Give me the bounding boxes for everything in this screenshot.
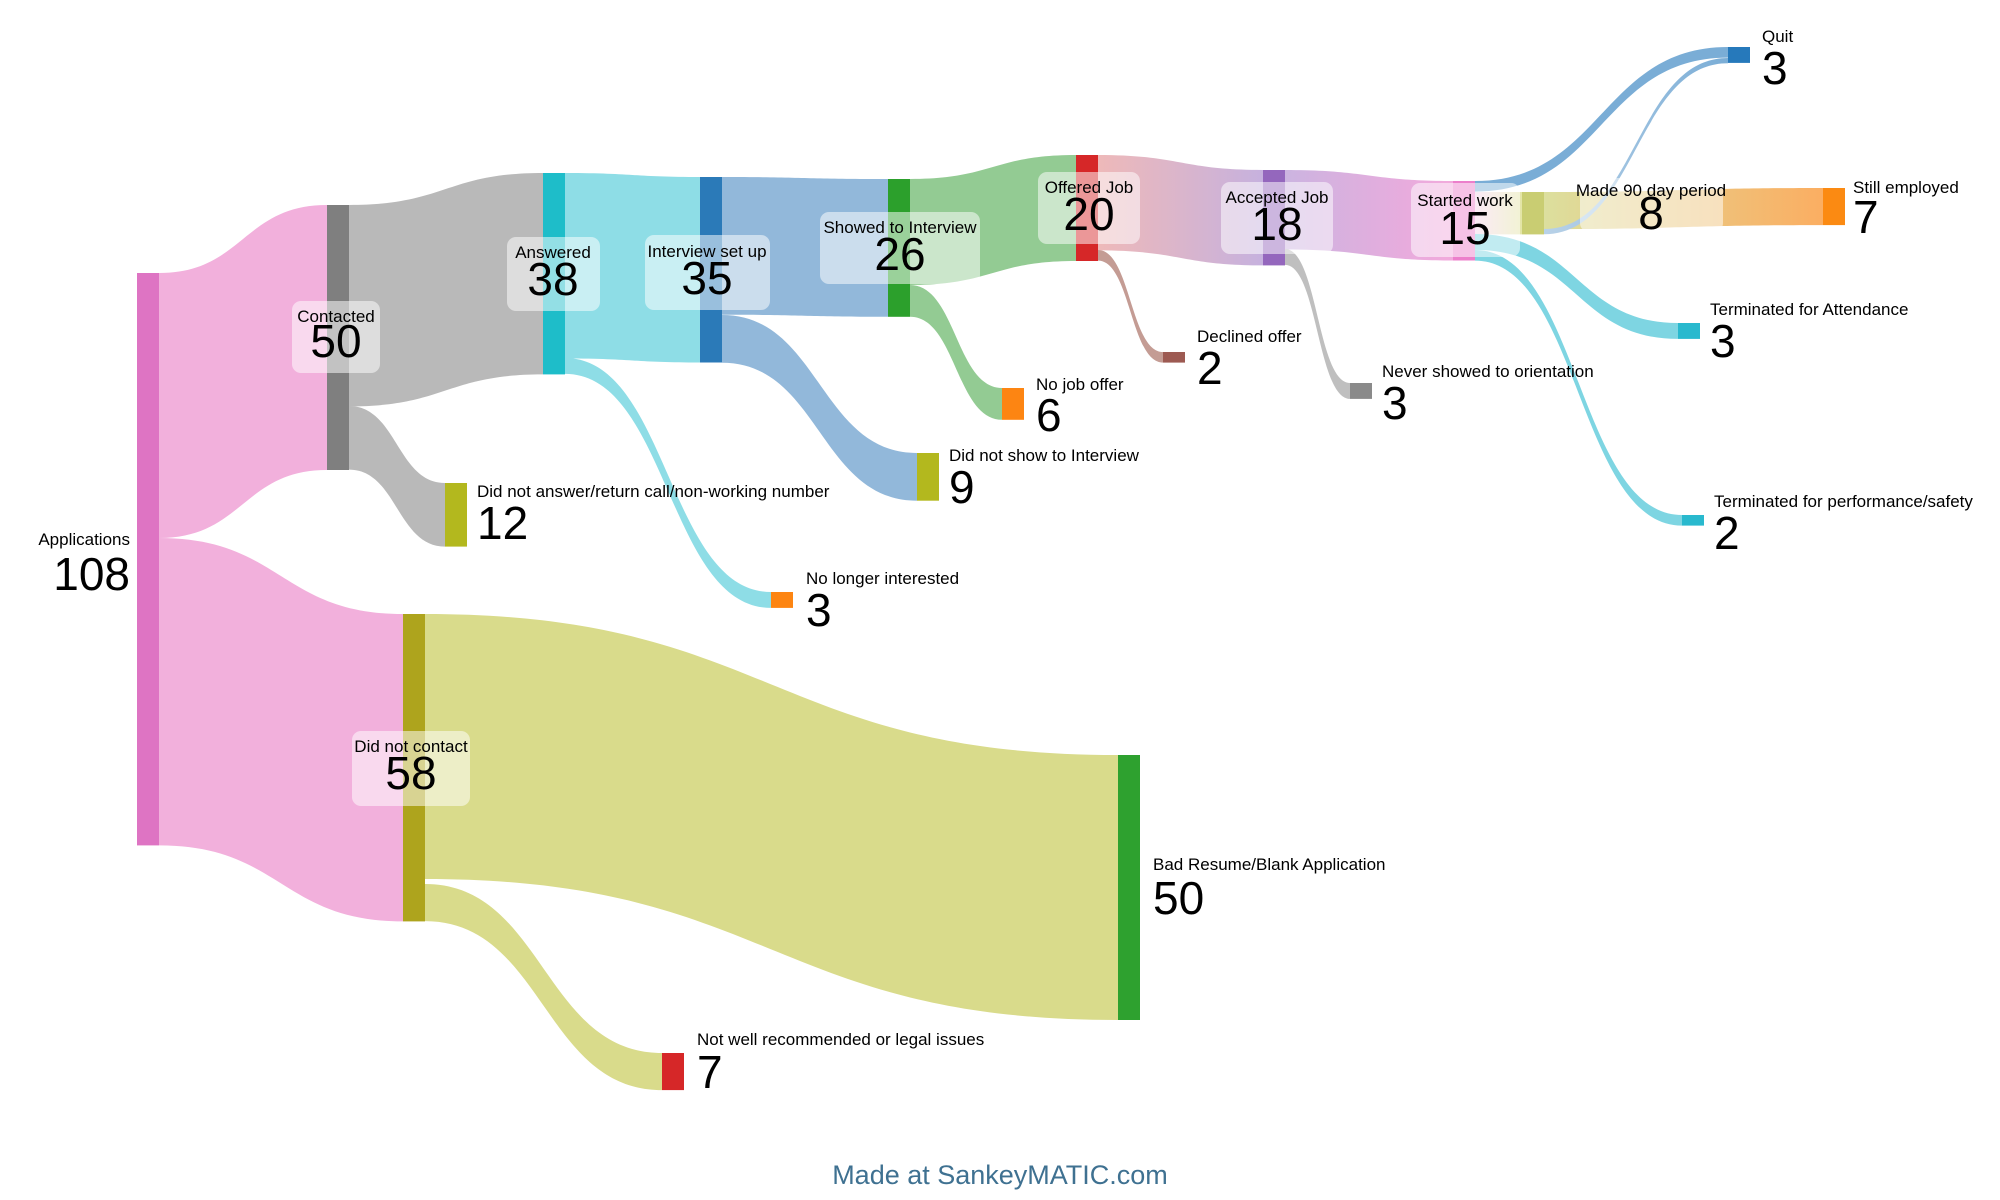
node-label-made90: Made 90 day period — [1576, 181, 1726, 200]
node-declined[interactable] — [1163, 352, 1185, 363]
node-value-made90: 8 — [1638, 187, 1664, 239]
node-applications[interactable] — [137, 273, 159, 846]
node-value-answered: 38 — [527, 253, 578, 305]
flow-answered-to-no_longer[interactable] — [565, 358, 771, 608]
node-label-did_not_show: Did not show to Interview — [949, 446, 1140, 465]
node-value-accepted: 18 — [1251, 198, 1302, 250]
node-value-never_showed: 3 — [1382, 377, 1408, 429]
node-value-no_longer: 3 — [806, 584, 832, 636]
node-value-still_employed: 7 — [1853, 191, 1879, 243]
label-box-did_not_contact — [352, 731, 470, 806]
label-box-showed — [820, 212, 980, 284]
label-box-contacted — [292, 301, 380, 373]
flow-applications-to-contacted[interactable] — [159, 205, 327, 538]
node-label-not_well: Not well recommended or legal issues — [697, 1030, 984, 1049]
node-value-applications: 108 — [53, 548, 130, 600]
node-value-did_not_show: 9 — [949, 461, 975, 513]
label-box-interview — [645, 235, 770, 310]
node-value-offered: 20 — [1063, 188, 1114, 240]
node-label-declined: Declined offer — [1197, 327, 1302, 346]
node-did_not_answer[interactable] — [445, 483, 467, 547]
flow-made90-to-quit[interactable] — [1544, 58, 1728, 235]
node-label-applications: Applications — [38, 530, 130, 549]
node-value-contacted: 50 — [310, 315, 361, 367]
flow-contacted-to-answered[interactable] — [349, 173, 543, 407]
label-box-answered — [507, 237, 600, 311]
node-label-term_att: Terminated for Attendance — [1710, 300, 1908, 319]
label-box-offered — [1038, 172, 1140, 244]
flow-offered-to-declined[interactable] — [1098, 250, 1163, 363]
node-value-showed: 26 — [874, 228, 925, 280]
node-value-quit: 3 — [1762, 42, 1788, 94]
label-box-started — [1411, 183, 1520, 257]
node-value-did_not_answer: 12 — [477, 497, 528, 549]
node-label-offered: Offered Job — [1045, 178, 1134, 197]
node-term_att[interactable] — [1678, 323, 1700, 339]
node-label-no_job: No job offer — [1036, 375, 1124, 394]
node-label-still_employed: Still employed — [1853, 178, 1959, 197]
flow-contacted-to-did_not_answer[interactable] — [349, 406, 445, 547]
node-value-declined: 2 — [1197, 342, 1223, 394]
node-value-not_well: 7 — [697, 1046, 723, 1098]
node-label-term_perf: Terminated for performance/safety — [1714, 492, 1973, 511]
node-label-interview: Interview set up — [647, 242, 766, 261]
flow-accepted-to-never_showed[interactable] — [1285, 249, 1350, 399]
node-value-did_not_contact: 58 — [385, 747, 436, 799]
node-made90[interactable] — [1522, 192, 1544, 235]
flow-interview-to-did_not_show[interactable] — [722, 315, 917, 501]
node-quit[interactable] — [1728, 47, 1750, 63]
flow-started-to-quit[interactable] — [1475, 47, 1728, 192]
node-value-no_job: 6 — [1036, 389, 1062, 441]
node-not_well[interactable] — [662, 1053, 684, 1091]
node-still_employed[interactable] — [1823, 188, 1845, 226]
node-value-term_att: 3 — [1710, 315, 1736, 367]
node-label-never_showed: Never showed to orientation — [1382, 362, 1594, 381]
node-term_perf[interactable] — [1682, 515, 1704, 526]
flow-showed-to-no_job[interactable] — [910, 285, 1002, 420]
node-label-answered: Answered — [515, 243, 591, 262]
node-label-bad_resume: Bad Resume/Blank Application — [1153, 855, 1385, 874]
label-box-accepted — [1221, 182, 1333, 254]
node-value-interview: 35 — [681, 252, 732, 304]
node-did_not_show[interactable] — [917, 453, 939, 501]
node-value-started: 15 — [1439, 202, 1490, 254]
flow-started-to-term_perf[interactable] — [1475, 250, 1682, 526]
node-label-no_longer: No longer interested — [806, 569, 959, 588]
sankeymatic-credit: Made at SankeyMATIC.com — [0, 1160, 2000, 1191]
node-label-accepted: Accepted Job — [1225, 188, 1328, 207]
node-label-did_not_answer: Did not answer/return call/non-working n… — [477, 482, 830, 501]
flow-did_not_contact-to-bad_resume[interactable] — [425, 614, 1118, 1020]
credit-text: Made at SankeyMATIC.com — [832, 1160, 1168, 1190]
node-never_showed[interactable] — [1350, 383, 1372, 399]
node-value-term_perf: 2 — [1714, 507, 1740, 559]
label-box-made90 — [1580, 178, 1723, 232]
node-label-did_not_contact: Did not contact — [354, 737, 468, 756]
flow-applications-to-did_not_contact[interactable] — [159, 538, 403, 922]
node-label-started: Started work — [1417, 191, 1513, 210]
node-label-showed: Showed to Interview — [823, 218, 977, 237]
flow-answered-to-interview[interactable] — [565, 173, 700, 363]
node-no_job[interactable] — [1002, 388, 1024, 420]
node-bad_resume[interactable] — [1118, 755, 1140, 1020]
flow-did_not_contact-to-not_well[interactable] — [425, 884, 662, 1091]
flow-started-to-term_att[interactable] — [1475, 234, 1678, 339]
node-no_longer[interactable] — [771, 592, 793, 608]
node-label-quit: Quit — [1762, 27, 1793, 46]
node-value-bad_resume: 50 — [1153, 872, 1204, 924]
node-label-contacted: Contacted — [297, 307, 375, 326]
